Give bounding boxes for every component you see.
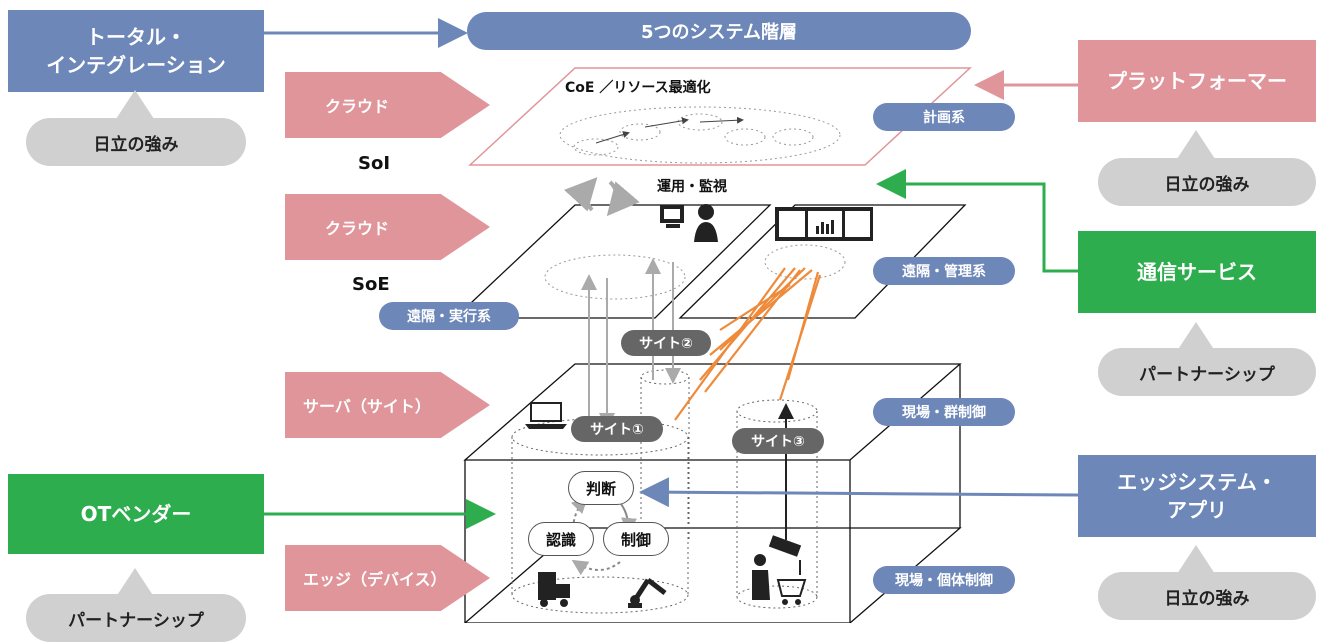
tag-remote-mgmt: 遠隔・管理系 [873,257,1015,285]
site-2: サイト② [621,330,711,356]
soi-ellipse [559,106,841,164]
soi-plane [468,67,972,166]
site-1: サイト① [571,416,663,442]
tag-remote-exec: 遠隔・実行系 [379,302,519,330]
telecom-box: 通信サービス [1078,231,1316,313]
recognize-node: 認識 [528,522,594,556]
platformer-box: プラットフォーマー [1078,40,1316,122]
coe-label: CoE ／リソース最適化 [565,80,711,96]
judge-node: 判断 [568,471,634,505]
tag-site-group: 現場・群制御 [873,398,1015,426]
soe-plane-right [678,204,967,319]
total-strength-badge: 日立の強み [26,118,246,166]
ot-vendor-box: OTベンダー [8,474,264,554]
edge-strength-badge: 日立の強み [1098,572,1316,620]
strength-tip-1 [114,90,156,122]
total-integration-box: トータル・ インテグレーション [8,10,264,92]
control-node: 制御 [603,522,669,556]
edge-system-arrow [639,477,1079,508]
soe-ellipse-right [764,244,846,280]
soe-ellipse-left [544,254,686,300]
layer-edge: エッジ（デバイス） [285,545,490,611]
system-diagram [264,18,1079,623]
site-3: サイト③ [732,428,824,454]
ot-partnership-badge: パートナーシップ [26,594,246,642]
tag-planning: 計画系 [873,103,1015,131]
strength-tip-2 [1175,130,1217,162]
soi-label: SoI [358,153,391,174]
platformer-strength-badge: 日立の強み [1098,158,1316,206]
strength-tip-3 [1175,545,1217,577]
edge-system-box: エッジシステム・ アプリ [1078,455,1316,537]
telecom-arrow [876,169,1078,273]
edge-plane [464,527,962,623]
ops-label: 運用・監視 [657,179,727,195]
tag-site-individual: 現場・個体制御 [873,566,1015,594]
telecom-partnership-badge: パートナーシップ [1098,348,1316,396]
header-title: 5つのシステム階層 [467,12,971,50]
layer-cloud-2: クラウド [285,194,490,260]
layer-server: サーバ（サイト） [285,372,490,438]
soe-label: SoE [352,274,390,295]
layer-cloud-1: クラウド [285,72,490,138]
